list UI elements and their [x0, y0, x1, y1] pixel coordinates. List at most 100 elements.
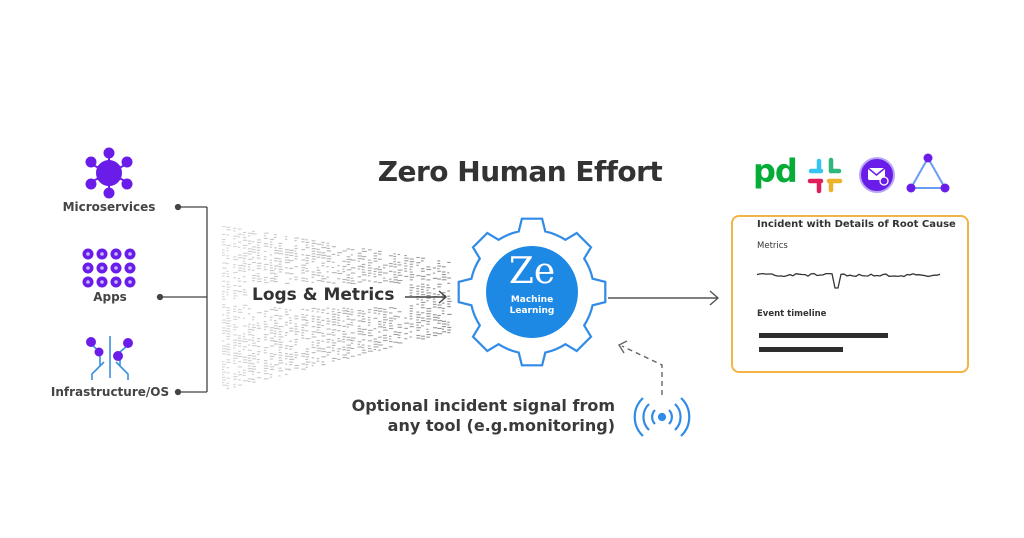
- log-mark: [294, 357, 297, 359]
- log-mark: [346, 339, 352, 341]
- output-arrow: [608, 290, 720, 306]
- log-mark: [316, 329, 320, 331]
- log-mark: [357, 333, 363, 335]
- log-mark: [373, 317, 378, 319]
- log-mark: [441, 266, 446, 268]
- log-mark: [397, 269, 403, 271]
- log-mark: [393, 333, 398, 336]
- ml-label: Machine Learning: [486, 295, 578, 317]
- log-mark: [284, 254, 289, 256]
- log-mark: [397, 274, 403, 276]
- log-mark: [289, 345, 294, 347]
- log-mark: [289, 254, 294, 256]
- log-mark: [274, 343, 278, 345]
- log-mark: [373, 273, 376, 275]
- log-mark: [237, 290, 243, 293]
- log-mark: [269, 327, 275, 329]
- log-mark: [256, 377, 262, 379]
- log-mark: [447, 306, 451, 308]
- log-mark: [350, 280, 355, 282]
- log-mark: [361, 328, 367, 330]
- log-mark: [357, 341, 362, 343]
- log-mark: [357, 310, 362, 312]
- log-mark: [357, 330, 362, 332]
- log-mark: [233, 235, 238, 237]
- log-mark: [409, 318, 413, 320]
- log-mark: [416, 293, 420, 295]
- log-mark: [342, 281, 346, 283]
- log-mark: [237, 267, 243, 269]
- log-mark: [316, 347, 322, 349]
- log-mark: [420, 307, 425, 309]
- log-mark: [256, 265, 262, 267]
- log-mark: [378, 323, 382, 325]
- log-mark: [233, 258, 238, 261]
- logs-metrics-label: Logs & Metrics: [252, 285, 395, 305]
- log-mark: [263, 352, 267, 354]
- log-mark: [326, 281, 331, 283]
- log-mark: [289, 369, 292, 371]
- log-mark: [274, 252, 279, 254]
- log-mark: [251, 337, 255, 339]
- log-mark: [305, 348, 309, 350]
- log-mark: [342, 336, 346, 338]
- log-mark: [284, 321, 288, 323]
- log-mark: [274, 309, 279, 311]
- log-mark: [316, 248, 320, 250]
- log-mark: [416, 264, 419, 266]
- log-mark: [226, 263, 229, 265]
- log-mark: [426, 323, 430, 325]
- log-mark: [269, 272, 275, 274]
- log-mark: [404, 338, 408, 340]
- log-mark: [284, 373, 288, 375]
- log-mark: [350, 272, 356, 274]
- log-mark: [247, 365, 252, 367]
- log-mark: [269, 267, 273, 269]
- log-mark: [378, 308, 383, 310]
- log-mark: [263, 250, 267, 252]
- log-mark: [233, 266, 236, 268]
- log-mark: [289, 278, 292, 280]
- log-mark: [441, 307, 445, 309]
- log-mark: [393, 274, 397, 276]
- log-mark: [242, 380, 248, 382]
- log-mark: [242, 359, 248, 361]
- log-mark: [378, 341, 382, 343]
- log-mark: [305, 244, 309, 246]
- log-mark: [233, 264, 236, 266]
- log-mark: [305, 325, 308, 327]
- log-mark: [346, 277, 351, 279]
- log-mark: [321, 312, 324, 314]
- log-mark: [222, 233, 226, 235]
- log-mark: [316, 269, 321, 271]
- log-mark: [233, 355, 238, 357]
- log-mark: [305, 358, 309, 361]
- log-mark: [383, 324, 386, 326]
- log-mark: [426, 310, 432, 312]
- log-mark: [367, 345, 371, 347]
- log-mark: [350, 342, 354, 344]
- log-mark: [284, 249, 289, 251]
- log-mark: [316, 267, 319, 269]
- log-mark: [237, 335, 241, 337]
- log-mark: [274, 340, 278, 342]
- log-mark: [361, 269, 365, 271]
- log-mark: [226, 283, 230, 286]
- log-mark: [289, 319, 292, 321]
- log-mark: [311, 253, 316, 255]
- log-mark: [269, 319, 273, 321]
- log-mark: [397, 272, 401, 274]
- log-mark: [331, 360, 335, 362]
- log-mark: [447, 282, 451, 284]
- log-mark: [242, 307, 245, 309]
- log-mark: [397, 261, 401, 263]
- log-mark: [321, 348, 326, 350]
- log-mark: [305, 262, 309, 264]
- log-mark: [263, 269, 268, 271]
- log-mark: [361, 279, 367, 281]
- log-mark: [378, 271, 383, 273]
- log-mark: [342, 310, 348, 312]
- log-mark: [388, 312, 393, 314]
- log-mark: [284, 308, 288, 310]
- email-icon: [859, 157, 895, 193]
